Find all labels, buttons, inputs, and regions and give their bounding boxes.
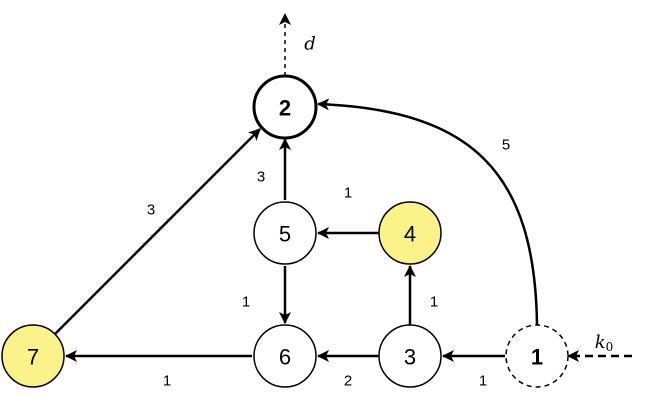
weight-7-2: 3: [147, 202, 155, 219]
node-7-label: 7: [27, 345, 39, 370]
edge-1-2: [317, 98, 539, 326]
node-3-label: 3: [404, 345, 416, 370]
weight-5-2: 3: [257, 169, 265, 186]
node-6-label: 6: [279, 345, 291, 370]
node-7: 7: [1, 324, 65, 388]
node-4-label: 4: [404, 222, 416, 247]
node-6: 6: [253, 324, 317, 388]
weight-4-5: 1: [344, 185, 352, 202]
node-3: 3: [378, 324, 442, 388]
weight-3-4: 1: [430, 294, 438, 311]
node-5-label: 5: [279, 222, 291, 247]
node-4: 4: [378, 201, 442, 265]
edges: [54, 98, 539, 362]
node-2: 2: [252, 74, 318, 140]
weight-6-7: 1: [163, 373, 171, 390]
weight-3-6: 2: [344, 373, 352, 390]
input-label: k0: [595, 332, 614, 355]
node-2-label: 2: [279, 96, 291, 121]
weight-1-3: 1: [479, 373, 487, 390]
node-1-label: 1: [531, 345, 543, 370]
node-5: 5: [253, 201, 317, 265]
edge-7-2: [54, 128, 261, 335]
weight-1-2: 5: [502, 137, 510, 154]
weight-5-6: 1: [242, 294, 250, 311]
node-1: 1: [505, 324, 569, 388]
output-label: d: [304, 34, 316, 55]
edge-weights: 1 2 1 1 1 3 1 3 5: [147, 137, 510, 390]
